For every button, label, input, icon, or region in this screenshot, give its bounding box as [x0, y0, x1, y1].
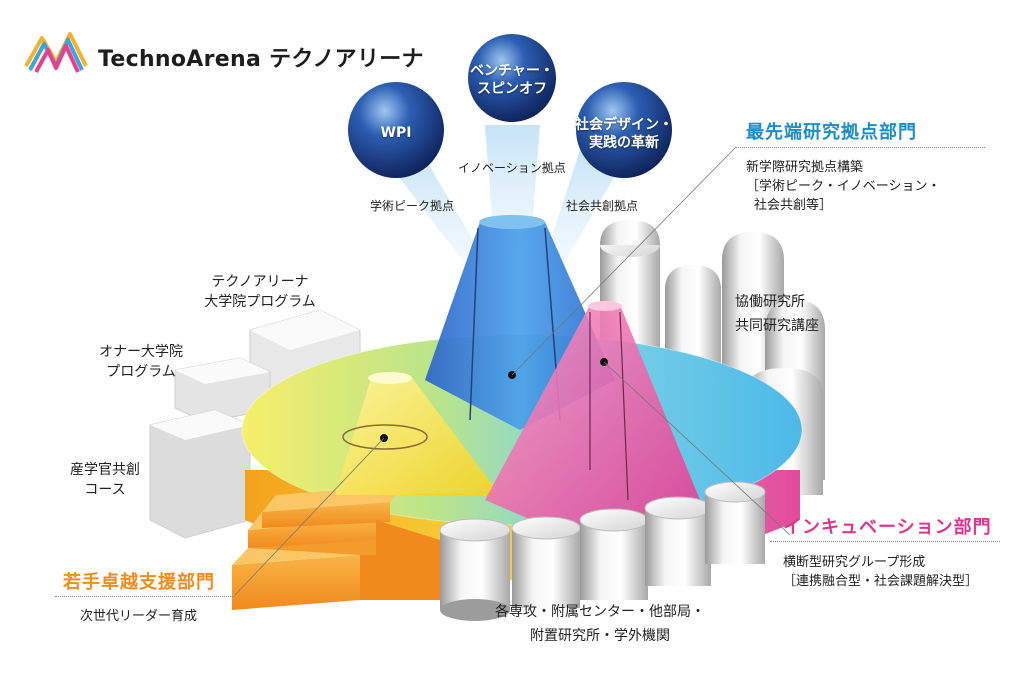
- frontier-desc-line2: ［学術ピーク・イノベーション・: [746, 179, 941, 194]
- beam-label-social: 社会共創拠点: [566, 199, 639, 213]
- leader-frontier: [511, 147, 736, 376]
- sphere-venture: [468, 34, 556, 122]
- program-honors-label: オナー大学院 プログラム: [86, 342, 196, 382]
- beam-label-innovation: イノベーション拠点: [458, 161, 566, 175]
- honors-line1: オナー大学院: [99, 344, 183, 360]
- frontier-desc-line3: 社会共創等］: [754, 198, 833, 213]
- incubation-desc-line2: ［連携融合型・社会課題解決型］: [783, 574, 979, 589]
- collab-line1: 協働研究所: [735, 294, 805, 310]
- collab-label: 協働研究所 共同研究講座: [735, 290, 819, 338]
- sphere-wpi: [348, 82, 444, 178]
- industry-line1: 産学官共創: [70, 462, 140, 478]
- bottom-label: 各専攻・附属センター・他部局・ 附置研究所・学外機関: [470, 600, 730, 648]
- leader-incubation: [603, 361, 791, 536]
- sphere-social-line1: 社会デザイン・: [575, 117, 673, 133]
- program-graduate-label: テクノアリーナ 大学院プログラム: [190, 272, 330, 312]
- leader-young: [234, 437, 385, 596]
- technoarena-logo-icon: [24, 32, 88, 73]
- honors-line2: プログラム: [106, 364, 176, 380]
- sphere-venture-line1: ベンチャー・: [470, 63, 554, 79]
- sphere-venture-line2: スピンオフ: [477, 81, 547, 97]
- incubation-cone: [485, 301, 700, 545]
- young-cone: [335, 372, 500, 495]
- dept-frontier-desc: 新学際研究拠点構築 ［学術ピーク・イノベーション・ 社会共創等］: [746, 158, 940, 215]
- frontier-desc-line1: 新学際研究拠点構築: [746, 160, 864, 175]
- bottom-line2: 附置研究所・学外機関: [530, 628, 670, 644]
- industry-line2: コース: [84, 482, 126, 498]
- graduate-line1: テクノアリーナ: [211, 274, 309, 290]
- dept-incubation-divider: [770, 541, 1000, 542]
- dept-incubation-title: インキュベーション部門: [783, 517, 992, 538]
- dept-young-divider: [55, 596, 235, 597]
- dept-incubation-desc: 横断型研究グループ形成 ［連携融合型・社会課題解決型］: [783, 553, 978, 591]
- graduate-line2: 大学院プログラム: [204, 294, 316, 310]
- sphere-label-venture: ベンチャー・ スピンオフ: [462, 62, 562, 98]
- dept-frontier-title: 最先端研究拠点部門: [746, 122, 917, 143]
- logo-title: TechnoArena テクノアリーナ: [98, 41, 424, 73]
- collab-line2: 共同研究講座: [735, 318, 819, 334]
- dept-young-title: 若手卓越支援部門: [63, 572, 215, 593]
- sphere-label-social: 社会デザイン・ 実践の革新: [571, 116, 677, 152]
- sphere-label-wpi: WPI: [380, 125, 412, 141]
- incubation-desc-line1: 横断型研究グループ形成: [783, 555, 926, 570]
- faculty-cylinders: [439, 481, 766, 621]
- dept-frontier-divider: [735, 147, 985, 148]
- light-beam-wpi: [378, 150, 485, 270]
- sphere-social: [576, 82, 672, 178]
- bottom-line1: 各専攻・附属センター・他部局・: [495, 604, 705, 620]
- beam-label-academic: 学術ピーク拠点: [370, 199, 455, 213]
- dept-young-desc: 次世代リーダー育成: [80, 609, 198, 624]
- sphere-social-line2: 実践の革新: [589, 135, 659, 151]
- light-beam-social: [545, 150, 630, 270]
- program-industry-label: 産学官共創 コース: [50, 460, 160, 500]
- logo-brand: TechnoArena: [98, 47, 262, 72]
- logo-brand-kana: テクノアリーナ: [269, 47, 424, 72]
